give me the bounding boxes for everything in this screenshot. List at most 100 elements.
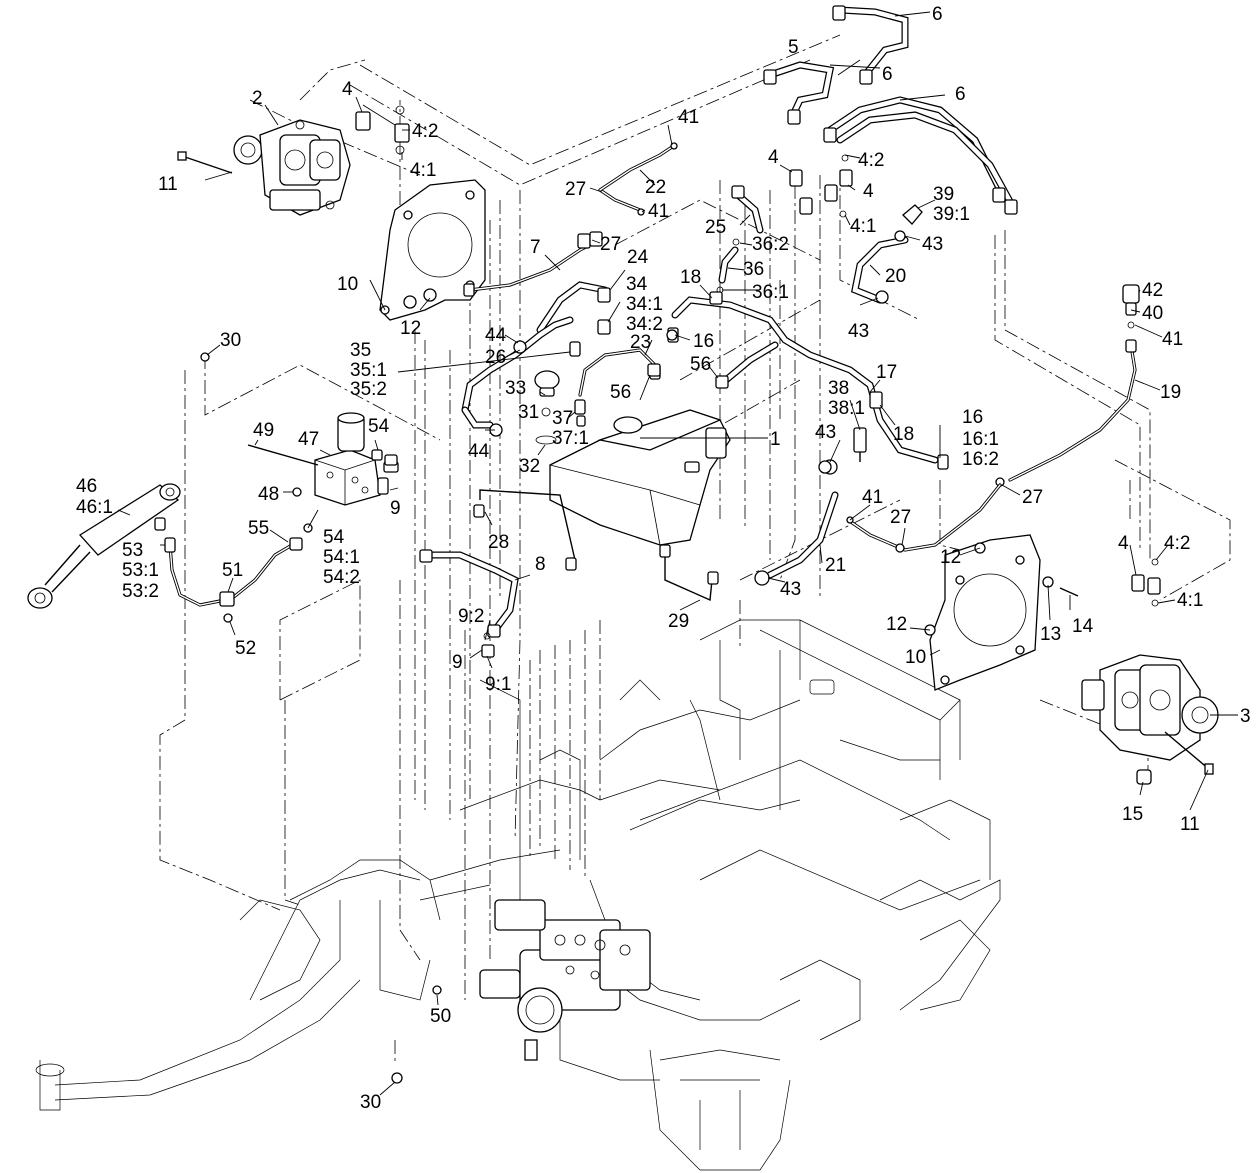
callout-30: 30 [220, 330, 241, 351]
callout-31: 31 [518, 402, 539, 423]
hose-7 [463, 231, 603, 297]
callout-56: 56 [610, 382, 631, 403]
callout-9: 9 [452, 652, 463, 673]
callout-4: 4 [768, 147, 779, 168]
callout-41: 41 [1162, 329, 1183, 350]
callout-15: 15 [1122, 804, 1143, 825]
callout-37-1: 37:1 [552, 428, 589, 449]
callout-4-2: 4:2 [1164, 533, 1190, 554]
callout-24: 24 [627, 247, 649, 268]
sensor-38 [853, 427, 867, 462]
callout-27: 27 [600, 234, 621, 255]
callout-35-1: 35:1 [350, 360, 387, 381]
callout-53-2: 53:2 [122, 581, 159, 602]
callout-4: 4 [1118, 533, 1129, 554]
callout-16: 16 [693, 331, 714, 352]
callout-12: 12 [940, 547, 961, 568]
callout-56: 56 [690, 354, 711, 375]
callout-11: 11 [158, 174, 178, 195]
hose-25 [731, 185, 764, 234]
callout-4-1: 4:1 [1177, 590, 1203, 611]
callout-12: 12 [886, 614, 907, 635]
callout-4: 4 [342, 79, 353, 100]
callout-16-2: 16:2 [962, 449, 999, 470]
fittings-4-left [355, 105, 410, 155]
callout-55: 55 [248, 518, 269, 539]
callout-38: 38 [828, 378, 849, 399]
fittings-4-center [789, 154, 853, 218]
callout-10: 10 [337, 274, 358, 295]
callout-50: 50 [430, 1006, 451, 1027]
callout-9-1: 9:1 [485, 674, 511, 695]
hose-18-17 [647, 291, 949, 470]
callout-34-2: 34:2 [626, 314, 663, 335]
hose-22 [598, 142, 678, 216]
callout-29: 29 [668, 611, 689, 632]
callout-51: 51 [222, 560, 243, 581]
callout-27: 27 [565, 179, 586, 200]
callout-32: 32 [519, 456, 540, 477]
callout-39-1: 39:1 [933, 204, 970, 225]
callout-34: 34 [626, 274, 648, 295]
callout-54: 54 [368, 416, 390, 437]
control-valve [247, 412, 399, 533]
hydraulic-cylinder [27, 483, 181, 609]
callout-48: 48 [258, 484, 279, 505]
callout-21: 21 [825, 555, 846, 576]
callout-4-1: 4:1 [410, 160, 436, 181]
callout-14: 14 [1072, 616, 1094, 637]
tube-28 [473, 489, 577, 571]
callout-1: 1 [770, 429, 781, 450]
callout-49: 49 [253, 420, 274, 441]
callout-13: 13 [1040, 624, 1061, 645]
callout-42: 42 [1142, 280, 1163, 301]
callout-17: 17 [876, 362, 897, 383]
callout-5: 5 [788, 37, 799, 58]
callout-40: 40 [1142, 303, 1163, 324]
mounting-plate-right [924, 534, 1079, 691]
callout-20: 20 [885, 266, 906, 287]
callout-43: 43 [848, 321, 869, 342]
callout-37: 37 [552, 408, 573, 429]
callout-22: 22 [645, 177, 666, 198]
callout-6: 6 [882, 64, 893, 85]
callout-28: 28 [488, 532, 509, 553]
callout-54: 54 [323, 527, 345, 548]
callout-4: 4 [863, 181, 874, 202]
misc-hardware [200, 329, 832, 1084]
callout-23: 23 [630, 332, 651, 353]
fitting-37 [574, 399, 586, 427]
callout-44: 44 [485, 325, 507, 346]
callout-36-1: 36:1 [752, 282, 789, 303]
callout-46-1: 46:1 [76, 497, 113, 518]
callout-53: 53 [122, 540, 143, 561]
hose-19 [995, 284, 1140, 487]
tube-27-41 [846, 483, 1002, 553]
callout-26: 26 [485, 347, 506, 368]
callout-10: 10 [905, 647, 926, 668]
hose-53-55 [164, 537, 303, 623]
transmission-assembly [479, 899, 651, 1061]
callout-4-2: 4:2 [858, 150, 884, 171]
callout-43: 43 [780, 579, 801, 600]
callout-43: 43 [922, 234, 943, 255]
callout-25: 25 [705, 217, 726, 238]
callout-39: 39 [933, 184, 954, 205]
mounting-plate-left [379, 179, 486, 321]
callout-54-2: 54:2 [323, 567, 360, 588]
callout-35-2: 35:2 [350, 379, 387, 400]
callout-46: 46 [76, 476, 97, 497]
callout-30: 30 [360, 1092, 381, 1113]
callout-7: 7 [530, 237, 541, 258]
callout-9: 9 [390, 498, 401, 519]
hydraulic-tank [549, 409, 731, 546]
callout-27: 27 [1022, 487, 1043, 508]
callout-47: 47 [298, 429, 319, 450]
callout-3: 3 [1240, 706, 1251, 727]
callout-43: 43 [815, 422, 836, 443]
callout-35: 35 [350, 340, 371, 361]
callout-54-1: 54:1 [323, 547, 360, 568]
callout-4-2: 4:2 [412, 121, 438, 142]
callout-labels: 1 2 3 4 4:2 4:1 4 4:2 4 4:1 4 4:2 4:1 5 … [76, 4, 1251, 1113]
callout-36-2: 36:2 [752, 234, 789, 255]
